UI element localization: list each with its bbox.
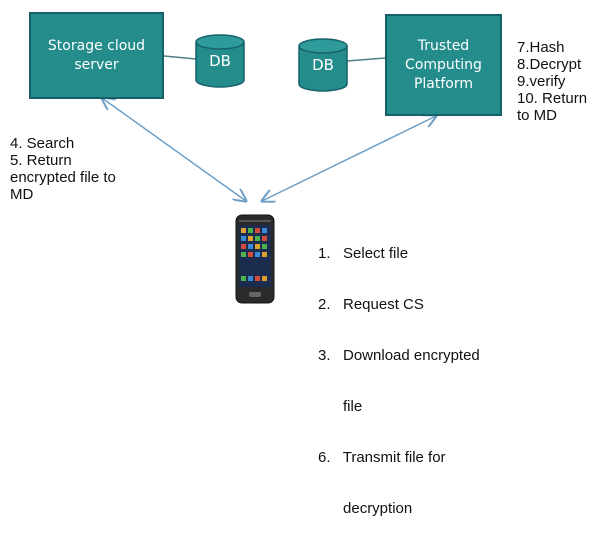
- storage-server-line-2: server: [74, 56, 119, 73]
- tcp-line-2: Computing: [405, 56, 482, 73]
- link-db-tcp: [346, 57, 386, 62]
- trusted-computing-platform-box: Trusted Computing Platform: [385, 14, 502, 116]
- step-right-2: 8.Decrypt: [517, 56, 582, 73]
- step-bottom-4: file: [318, 398, 363, 415]
- steps-right: 7.Hash 8.Decrypt 9.verify 10. Return to …: [517, 39, 587, 124]
- database-left: DB: [195, 34, 245, 88]
- step-bottom-2: 2. Request CS: [318, 296, 424, 313]
- db-right-label: DB: [312, 56, 334, 74]
- database-cylinder-icon: [298, 38, 348, 92]
- step-left-2: 5. Return: [10, 152, 72, 169]
- arrow-tcp-phone: [262, 116, 436, 201]
- step-right-1: 7.Hash: [517, 39, 565, 56]
- database-cylinder-icon: [195, 34, 245, 88]
- step-bottom-1: 1. Select file: [318, 245, 409, 262]
- step-bottom-6: decryption: [318, 500, 413, 517]
- storage-cloud-server-box: Storage cloud server: [29, 12, 164, 99]
- tcp-line-1: Trusted: [417, 37, 470, 54]
- step-bottom-5: 6. Transmit file for: [318, 449, 446, 466]
- link-server-db: [163, 55, 197, 60]
- tcp-line-3: Platform: [413, 75, 474, 92]
- step-right-3: 9.verify: [517, 73, 566, 90]
- storage-server-line-1: Storage cloud: [47, 37, 146, 54]
- step-left-4: MD: [10, 186, 34, 203]
- step-right-5: to MD: [517, 107, 558, 124]
- database-right: DB: [298, 38, 348, 92]
- step-left-3: encrypted file to: [10, 169, 116, 186]
- step-right-4: 10. Return: [517, 90, 588, 107]
- db-left-label: DB: [209, 52, 231, 70]
- connectors: [0, 55, 602, 339]
- step-left-1: 4. Search: [10, 135, 75, 152]
- step-bottom-3: 3. Download encrypted: [318, 347, 480, 364]
- arrow-server-phone: [102, 98, 246, 201]
- steps-bottom: 1. Select file 2. Request CS 3. Download…: [318, 211, 480, 534]
- steps-left: 4. Search 5. Return encrypted file to MD: [10, 135, 116, 203]
